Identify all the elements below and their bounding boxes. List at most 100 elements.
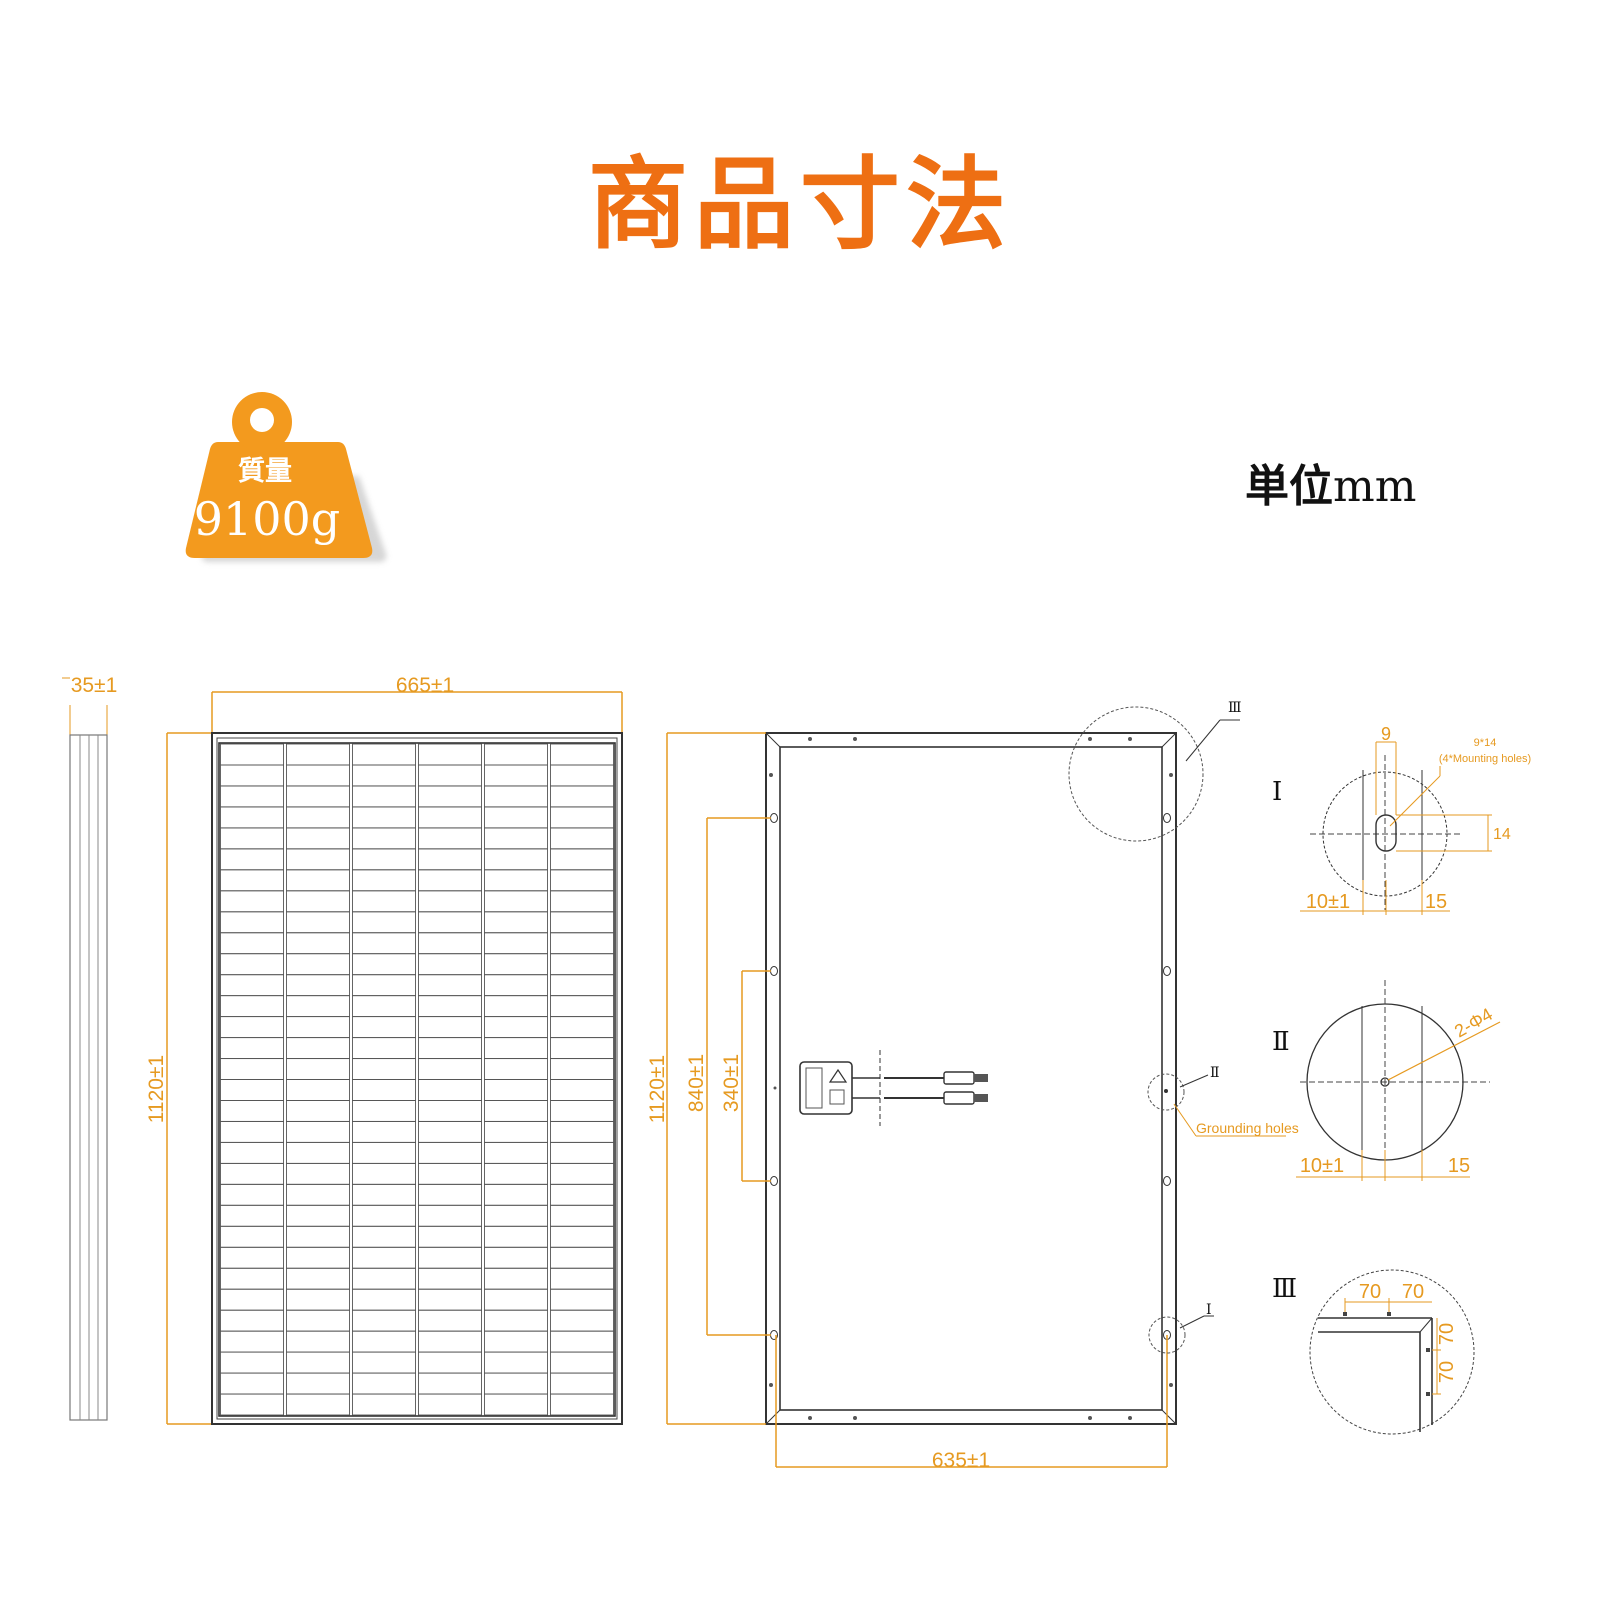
solar-cell [352,1016,416,1039]
cell-column [550,743,614,1416]
cell-column [220,743,284,1416]
solar-cell [286,1141,350,1164]
solar-cell-grid [220,743,614,1416]
solar-cell [484,1016,548,1039]
solar-cell [286,1120,350,1143]
solar-cell [550,932,614,955]
solar-cell [220,890,284,913]
solar-cell [352,1141,416,1164]
solar-cell [550,806,614,829]
solar-cell [352,1079,416,1101]
solar-cell [352,1058,416,1080]
solar-cell [418,743,482,766]
solar-cell [550,1351,614,1374]
solar-cell [484,869,548,892]
solar-cell [286,911,350,934]
solar-cell [352,911,416,934]
solar-cell [286,764,350,787]
solar-cell [286,1100,350,1122]
solar-cell [220,806,284,829]
solar-cell [286,827,350,850]
callout-2-label: Ⅱ [1210,1065,1220,1081]
solar-cell [550,953,614,976]
weight-badge: 質量 9100g [185,392,387,562]
solar-cell [352,1246,416,1269]
solar-cell [550,1120,614,1143]
solar-cell [352,785,416,808]
solar-cell [418,932,482,955]
solar-cell [418,1183,482,1206]
solar-cell [352,890,416,913]
solar-cell [418,1309,482,1332]
solar-cell [550,1267,614,1290]
mount-spacing-label: 840±1 [685,1054,708,1112]
detail-I-label: Ⅰ [1272,777,1282,807]
solar-cell [550,785,614,808]
solar-cell [418,1393,482,1416]
solar-cell [484,743,548,766]
solar-cell [484,1037,548,1060]
solar-cell [550,1079,614,1101]
solar-cell [418,890,482,913]
solar-cell [484,1267,548,1290]
solar-cell [484,911,548,934]
solar-cell [352,1183,416,1206]
solar-cell [550,1246,614,1269]
solar-cell [484,953,548,976]
solar-cell [220,995,284,1018]
solar-cell [418,1351,482,1374]
solar-cell [286,869,350,892]
solar-cell [484,1351,548,1374]
solar-cell [418,953,482,976]
solar-cell [220,1183,284,1206]
solar-cell [550,1058,614,1080]
solar-cell [352,932,416,955]
ground-spacing-label: 340±1 [720,1054,743,1112]
solar-cell [286,1330,350,1353]
solar-cell [352,1267,416,1290]
solar-cell [220,1225,284,1248]
solar-cell [550,995,614,1018]
solar-cell [550,911,614,934]
detail-II-edge: 15 [1448,1155,1470,1177]
solar-cell [286,1037,350,1060]
solar-cell [418,869,482,892]
solar-cell [286,1162,350,1185]
side-view: 35±1 [62,674,117,1421]
solar-cell [484,932,548,955]
solar-cell [484,1204,548,1227]
solar-cell [484,1372,548,1395]
solar-cell [550,1372,614,1395]
solar-cell [220,743,284,766]
solar-cell [550,764,614,787]
solar-cell [220,1058,284,1080]
solar-cell [286,743,350,766]
detail-I-slot-height: 14 [1493,826,1511,843]
grounding-holes-label: Grounding holes [1196,1120,1299,1136]
solar-cell [484,764,548,787]
solar-cell [352,1225,416,1248]
solar-cell [286,1058,350,1080]
solar-cell [220,827,284,850]
solar-cell [418,764,482,787]
solar-cell [550,1141,614,1164]
solar-cell [418,848,482,871]
solar-cell [352,995,416,1018]
solar-cell [418,1330,482,1353]
solar-cell [220,1079,284,1101]
solar-cell [352,869,416,892]
cell-column [418,743,482,1416]
solar-cell [220,1393,284,1416]
unit-label: 単位mm [1245,450,1416,514]
detail-I: Ⅰ 9 9*14 (4*Mounting holes) 14 10±1 15 [1272,724,1531,915]
solar-cell [418,785,482,808]
unit-value: mm [1333,461,1417,512]
solar-cell [418,1058,482,1080]
solar-cell [550,974,614,997]
solar-cell [286,953,350,976]
solar-cell [352,1120,416,1143]
solar-cell [484,1288,548,1311]
solar-cell [484,785,548,808]
solar-cell [484,1162,548,1185]
solar-cell [220,869,284,892]
